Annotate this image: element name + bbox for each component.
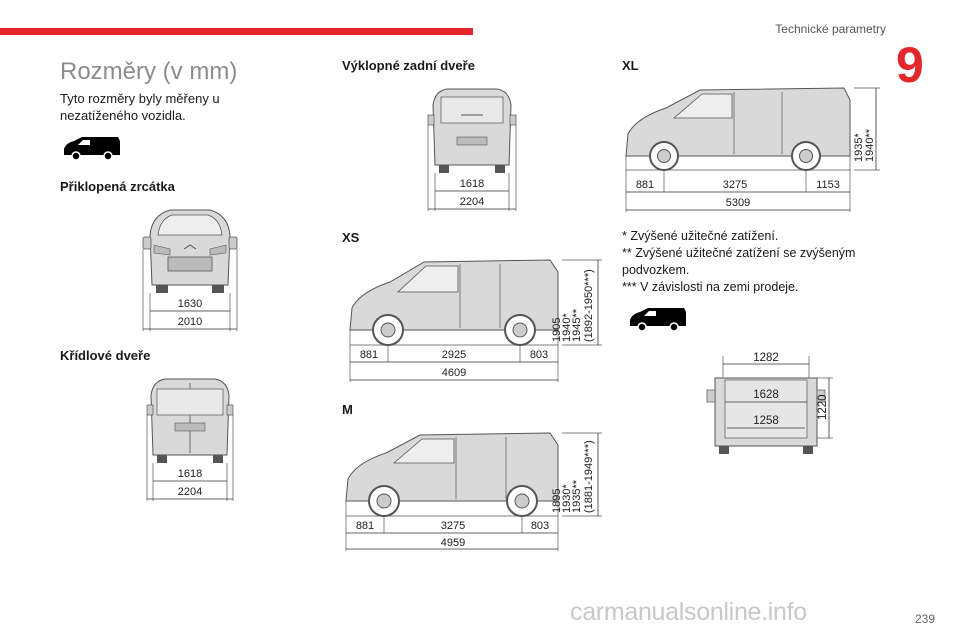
cargo-height: 1220 <box>817 394 829 420</box>
watermark: carmanualsonline.info <box>570 598 807 626</box>
xl-length: 5309 <box>726 197 750 209</box>
xs-side-diagram: 881 2925 803 4609 1905 1940* 1945** (189… <box>349 259 602 382</box>
wing-outer-width: 2204 <box>178 486 202 498</box>
xl-title: XL <box>622 58 639 73</box>
tailgate-outer-width: 2204 <box>460 196 484 208</box>
tailgate-diagram: 1618 2204 <box>427 88 517 211</box>
wing-inner-width: 1618 <box>178 468 202 480</box>
wing-doors-diagram: 1618 2204 <box>146 378 234 501</box>
m-wheelbase: 3275 <box>441 520 465 532</box>
xs-wheelbase: 2925 <box>442 349 466 361</box>
xl-height-2: 1940** <box>864 128 876 162</box>
front-width-body: 1630 <box>178 298 202 310</box>
xs-height-4: (1892-1950***) <box>583 269 595 342</box>
intro-text: Tyto rozměry byly měřeny u nezatíženého … <box>60 91 220 123</box>
xs-rear-overhang: 803 <box>530 349 548 361</box>
xl-side-diagram: 881 3275 1153 5309 1935* 1940** <box>625 87 880 212</box>
m-length: 4959 <box>441 537 465 549</box>
xl-rear-overhang: 1153 <box>816 179 840 191</box>
m-title: M <box>342 402 353 417</box>
page-title: Rozměry (v mm) <box>60 58 238 85</box>
cargo-area-diagram: 1282 1628 1258 1220 <box>706 352 833 454</box>
xs-height-3: 1945** <box>571 308 583 342</box>
front-width-mirrors: 2010 <box>178 316 202 328</box>
m-height-2: 1930* <box>561 484 573 513</box>
m-height-1: 1895 <box>551 489 563 513</box>
footnote-3: *** V závislosti na zemi prodeje. <box>622 280 799 294</box>
front-view-diagram: 1630 2010 <box>142 209 238 331</box>
xs-length: 4609 <box>442 367 466 379</box>
cargo-bottom-width: 1258 <box>753 415 779 427</box>
xs-height-1: 1905 <box>551 318 563 342</box>
front-view-title: Přiklopená zrcátka <box>60 179 175 194</box>
xl-height-1: 1935* <box>853 133 865 162</box>
tailgate-inner-width: 1618 <box>460 178 484 190</box>
footnote-2: ** Zvýšené užitečné zatížení se zvýšeným… <box>622 246 856 277</box>
cargo-top-width: 1282 <box>753 352 779 364</box>
chapter-number: 9 <box>896 37 924 93</box>
m-side-diagram: 881 3275 803 4959 1895 1930* 1935** (188… <box>345 432 602 551</box>
m-rear-overhang: 803 <box>531 520 549 532</box>
m-height-4: (1881-1949***) <box>583 440 595 513</box>
xs-title: XS <box>342 230 360 245</box>
xs-front-overhang: 881 <box>360 349 378 361</box>
chapter-title: Technické parametry <box>775 22 886 36</box>
tailgate-title: Výklopné zadní dveře <box>342 58 475 73</box>
m-front-overhang: 881 <box>356 520 374 532</box>
footnote-1: * Zvýšené užitečné zatížení. <box>622 229 779 243</box>
footnotes: * Zvýšené užitečné zatížení. ** Zvýšené … <box>622 228 882 296</box>
m-height-3: 1935** <box>571 479 583 513</box>
header-accent-bar <box>0 28 473 35</box>
wing-doors-title: Křídlové dveře <box>60 348 151 363</box>
van-icon <box>630 308 686 332</box>
page-number: 239 <box>914 612 935 626</box>
xl-front-overhang: 881 <box>636 179 654 191</box>
xs-height-2: 1940* <box>561 313 573 342</box>
cargo-mid-width: 1628 <box>753 389 779 401</box>
van-icon <box>64 137 120 161</box>
xl-wheelbase: 3275 <box>723 179 747 191</box>
